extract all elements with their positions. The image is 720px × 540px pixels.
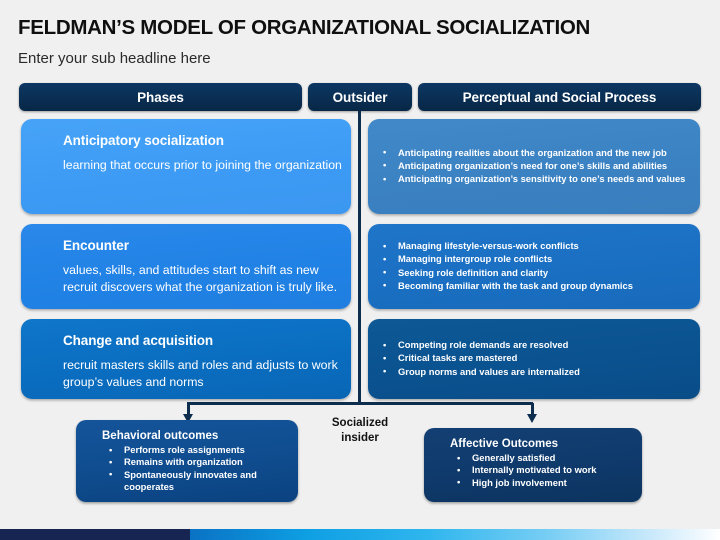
connector-tick-left xyxy=(187,403,190,417)
vertical-divider-line xyxy=(358,111,361,404)
process-box-anticipatory[interactable]: Anticipating realities about the organiz… xyxy=(368,119,700,214)
footer-accent-bar xyxy=(0,529,720,540)
phase-title: Encounter xyxy=(63,238,129,253)
list-item: Anticipating organization’s sensitivity … xyxy=(376,173,688,186)
phase-box-change-and-acquisition[interactable]: Change and acquisition recruit masters s… xyxy=(21,319,351,399)
phase-body: values, skills, and attitudes start to s… xyxy=(63,263,338,294)
list-item: Managing lifestyle-versus-work conflicts xyxy=(376,240,688,253)
list-item: Performs role assignments xyxy=(102,443,290,456)
phase-body: learning that occurs prior to joining th… xyxy=(63,158,342,172)
list-item: Competing role demands are resolved xyxy=(376,339,688,352)
phase-body: recruit masters skills and roles and adj… xyxy=(63,358,338,389)
process-bullet-list: Managing lifestyle-versus-work conflicts… xyxy=(376,240,688,292)
page-subtitle: Enter your sub headline here xyxy=(18,50,211,67)
outcome-bullet-list: Generally satisfied Internally motivated… xyxy=(450,451,634,489)
phase-box-anticipatory-socialization[interactable]: Anticipatory socialization learning that… xyxy=(21,119,351,214)
list-item: High job involvement xyxy=(450,476,634,489)
list-item: Anticipating realities about the organiz… xyxy=(376,146,688,160)
list-item: Spontaneously innovates and cooperates xyxy=(102,468,290,494)
phase-box-encounter[interactable]: Encounter values, skills, and attitudes … xyxy=(21,224,351,309)
list-item: Becoming familiar with the task and grou… xyxy=(376,279,688,293)
process-box-encounter[interactable]: Managing lifestyle-versus-work conflicts… xyxy=(368,224,700,309)
list-item: Generally satisfied xyxy=(450,451,634,464)
list-item: Anticipating organization’s need for one… xyxy=(376,159,688,173)
list-item: Critical tasks are mastered xyxy=(376,352,688,365)
horizontal-connector-line xyxy=(187,402,533,405)
arrow-down-icon-left xyxy=(183,414,193,423)
header-perceptual-and-social-process: Perceptual and Social Process xyxy=(418,83,701,111)
list-item: Internally motivated to work xyxy=(450,464,634,477)
header-phases: Phases xyxy=(19,83,302,111)
socialized-insider-label: Socialized insider xyxy=(318,416,402,445)
phase-title: Anticipatory socialization xyxy=(63,133,224,148)
footer-navy-segment xyxy=(0,529,190,540)
list-item: Remains with organization xyxy=(102,456,290,469)
page-title: FELDMAN’S MODEL OF ORGANIZATIONAL SOCIAL… xyxy=(18,16,591,39)
connector-tick-right xyxy=(531,403,534,417)
outcome-title: Affective Outcomes xyxy=(450,438,559,450)
footer-gradient-segment xyxy=(190,529,720,540)
process-box-change-and-acquisition[interactable]: Competing role demands are resolved Crit… xyxy=(368,319,700,399)
process-bullet-list: Competing role demands are resolved Crit… xyxy=(376,339,688,378)
outcome-box-affective[interactable]: Affective Outcomes Generally satisfied I… xyxy=(424,428,642,502)
socialized-insider-line2: insider xyxy=(341,431,379,444)
outcome-title: Behavioral outcomes xyxy=(102,430,219,442)
process-bullet-list: Anticipating realities about the organiz… xyxy=(376,146,688,186)
outcome-box-behavioral[interactable]: Behavioral outcomes Performs role assign… xyxy=(76,420,298,502)
list-item: Managing intergroup role conflicts xyxy=(376,253,688,266)
outcome-bullet-list: Performs role assignments Remains with o… xyxy=(102,443,290,494)
list-item: Group norms and values are internalized xyxy=(376,365,688,379)
phase-title: Change and acquisition xyxy=(63,333,214,348)
header-outsider: Outsider xyxy=(308,83,412,111)
arrow-down-icon-right xyxy=(527,414,537,423)
list-item: Seeking role definition and clarity xyxy=(376,266,688,280)
socialized-insider-line1: Socialized xyxy=(331,417,389,429)
